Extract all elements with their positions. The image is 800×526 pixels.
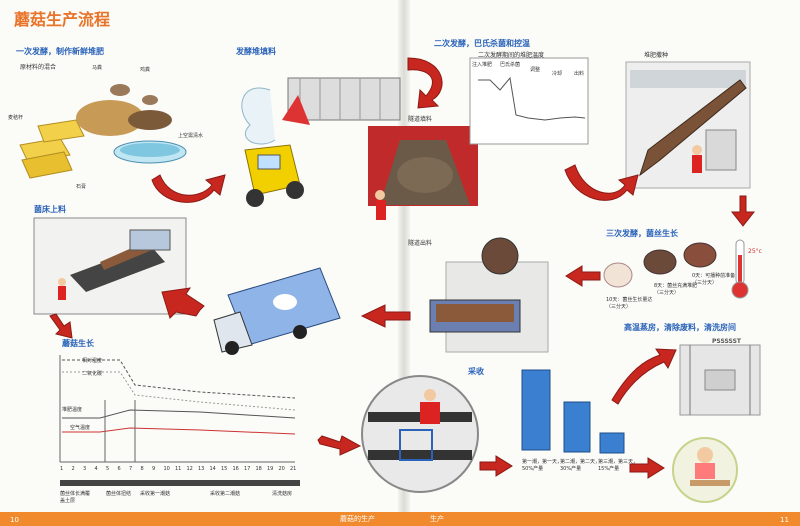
chef-art	[672, 437, 738, 503]
label-harvest-1: 第一潮，第一天，50%产量	[522, 459, 563, 472]
label-chart-t2: 巴氏杀菌	[500, 62, 521, 68]
label-tunnel-out: 隧道出料	[408, 240, 433, 247]
footer-text-left: 蘑菇的生产	[340, 515, 375, 523]
page-number-right: 11	[780, 516, 789, 524]
page-number-left: 10	[10, 516, 19, 524]
step-3-heading: 二次发酵，巴氏杀菌和控温	[434, 39, 530, 48]
label-chart-t1: 注入堆肥	[472, 62, 493, 68]
label-straw: 麦秸杆	[8, 115, 24, 121]
day-tick: 8	[140, 466, 144, 472]
day-tick: 16	[232, 466, 239, 472]
label-g-compost: 堆肥温度	[62, 407, 83, 413]
day-tick: 3	[83, 466, 87, 472]
day-tick: 19	[267, 466, 274, 472]
day-tick: 9	[152, 466, 156, 472]
label-g-humid: 相对湿度	[82, 358, 103, 364]
tunnel-output-art	[429, 237, 549, 353]
arrow-7	[161, 287, 205, 319]
arrow-10	[479, 455, 513, 477]
label-spawn-day1: 10天：菌丝生长量达（三分天）	[606, 297, 653, 310]
day-tick: 5	[106, 466, 110, 472]
label-tunnel-fill: 隧道填料	[408, 116, 433, 123]
label-spawn-day2: 8天：菌丝充满堆肥（三分天）	[654, 283, 698, 296]
arrow-11	[611, 348, 677, 405]
arrow-1	[151, 174, 226, 203]
day-tick: 13	[198, 466, 205, 472]
bed-filling-art	[33, 217, 187, 315]
arrow-9	[317, 435, 362, 456]
arrow-6	[360, 304, 411, 328]
step-5-heading: 菌床上料	[34, 205, 66, 214]
arrow-2	[407, 57, 443, 109]
flow-arrows	[49, 57, 756, 479]
day-tick: 21	[290, 466, 297, 472]
growth-chart-art	[59, 355, 300, 486]
label-chart-t4: 冷却	[552, 71, 563, 77]
label-g-p2: 菌丝体扭结	[106, 491, 132, 497]
day-tick: 7	[129, 466, 133, 472]
spawn-stages-art	[603, 242, 717, 288]
footer-text-right: 生产	[430, 515, 444, 523]
thermometer-art	[731, 239, 749, 299]
footer-bar	[0, 512, 800, 526]
temp-chart-art	[469, 57, 589, 145]
step-8-heading: 高温蒸房，清除废料，清洗房间	[624, 323, 736, 332]
steam-room-art	[679, 344, 761, 416]
step-6-heading: 蘑菇生长	[62, 339, 94, 348]
loader-art	[241, 77, 401, 207]
day-tick: 4	[94, 466, 98, 472]
day-tick: 15	[221, 466, 228, 472]
arrow-12	[629, 457, 665, 479]
truck-art	[213, 267, 341, 355]
label-harvest-2: 第二潮，第二天，30%产量	[560, 459, 601, 472]
label-harvest-3: 第三潮，第三天，15%产量	[598, 459, 639, 472]
day-tick: 10	[163, 466, 170, 472]
label-steam: PSSSSST	[712, 338, 742, 345]
arrow-3	[564, 164, 639, 201]
crates-art	[521, 369, 625, 454]
day-tick: 18	[255, 466, 262, 472]
tunnel-art	[368, 126, 478, 220]
label-g-co2: 二氧化碳	[82, 371, 103, 377]
day-tick: 17	[244, 466, 251, 472]
label-spread: 堆肥撒种	[644, 52, 669, 59]
day-tick: 12	[186, 466, 193, 472]
arrow-5	[565, 265, 601, 287]
step-4-heading: 三次发酵，菌丝生长	[606, 229, 678, 238]
raw-materials-art	[19, 84, 187, 179]
day-tick: 6	[117, 466, 121, 472]
arrow-8	[49, 313, 73, 339]
step-2-heading: 发酵堆填料	[236, 47, 276, 56]
day-tick: 11	[175, 466, 182, 472]
label-chart-t3: 调整	[530, 67, 541, 73]
label-g-p3: 采收第一潮菇	[140, 491, 171, 497]
label-g-p5: 清洗菇房	[272, 491, 293, 497]
label-gypsum: 石膏	[76, 184, 87, 190]
label-spawn-day3: 0天：可播种前准备（三分天）	[692, 273, 736, 286]
label-chicken: 鸡粪	[140, 67, 151, 73]
step-1-heading: 一次发酵，制作新鲜堆肥	[16, 47, 104, 56]
label-chart-t5: 出料	[574, 71, 585, 77]
label-water: 上空需清水	[178, 133, 204, 139]
label-g-air: 空气温度	[70, 425, 91, 431]
conveyor-art	[625, 61, 751, 189]
day-tick: 20	[278, 466, 285, 472]
label-hay: 马粪	[92, 65, 103, 71]
step-7-heading: 采收	[468, 367, 484, 376]
label-temp-chart: 二次发酵期间的堆肥温度	[478, 52, 545, 59]
label-temp-icon: 25°c	[748, 248, 762, 255]
label-g-p4: 采收第二潮菇	[210, 491, 241, 497]
arrow-4	[730, 195, 756, 227]
day-tick: 14	[209, 466, 216, 472]
label-mix: 原材料的混合	[20, 64, 57, 71]
harvest-art	[361, 375, 479, 493]
page-title: 蘑菇生产流程	[14, 10, 111, 29]
day-tick: 1	[60, 466, 64, 472]
day-tick: 2	[71, 466, 75, 472]
label-g-p1: 菌丝体长满覆盖土层	[60, 491, 91, 504]
